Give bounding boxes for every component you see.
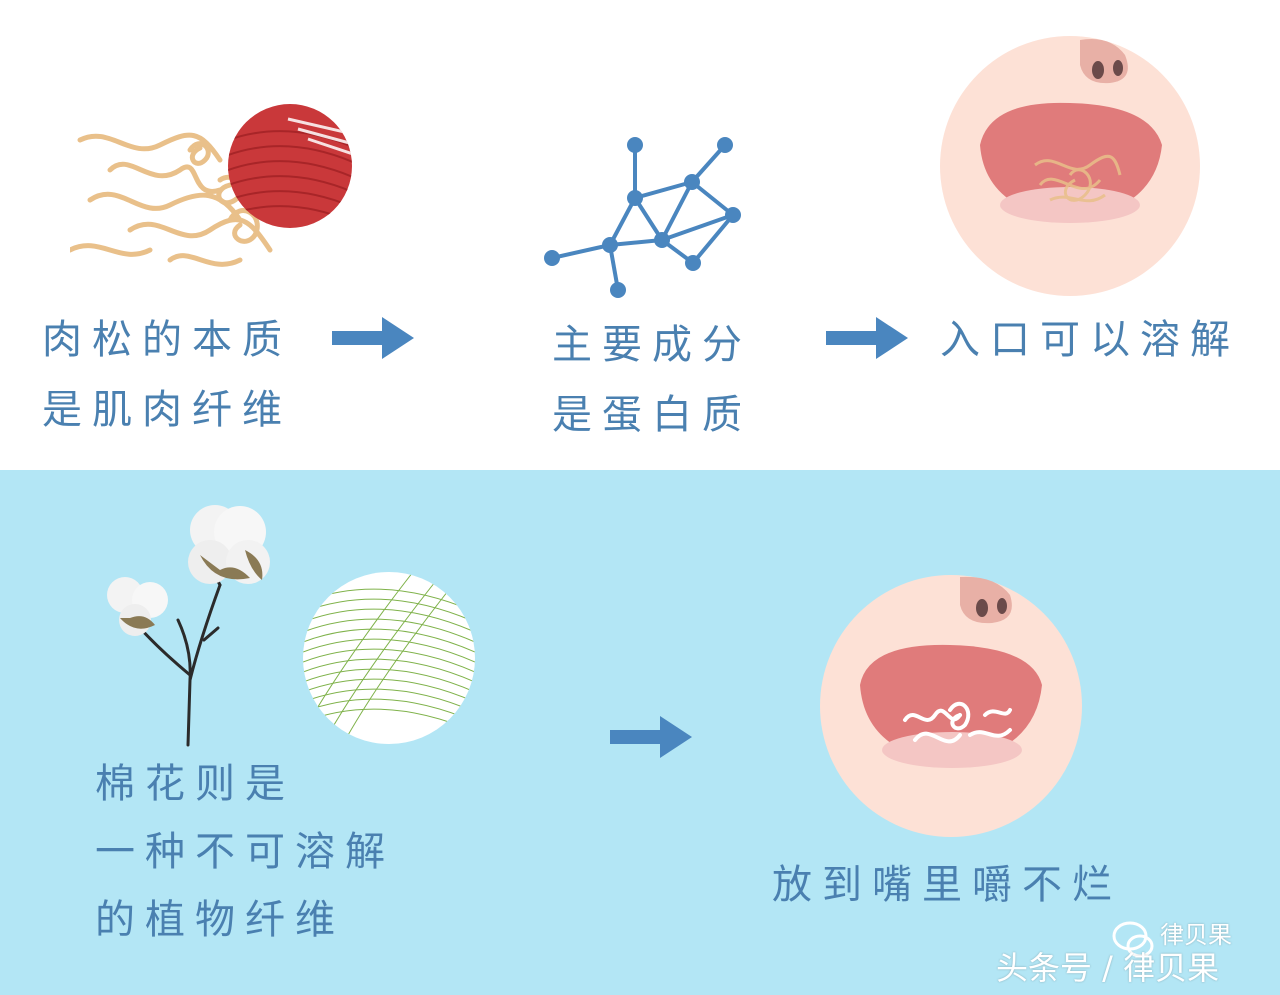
arrow-right-icon <box>826 317 908 359</box>
muscle-fiber-circle <box>228 104 352 228</box>
caption-line: 是肌肉纤维 <box>42 387 292 433</box>
molecule-network-icon <box>544 137 741 298</box>
caption-line: 棉花则是 <box>95 761 295 807</box>
caption-meat-floss: 肉松的本质 是肌肉纤维 <box>42 305 292 445</box>
cotton-plant-illustration <box>107 505 270 747</box>
arrow-right-icon <box>610 716 692 758</box>
mouth-dissolve-illustration <box>940 36 1200 296</box>
meat-floss-fibers-illustration <box>70 132 273 267</box>
caption-line: 主要成分 <box>552 322 752 368</box>
mouth-chew-illustration <box>820 575 1082 837</box>
arrow-right-icon <box>332 317 414 359</box>
watermark-brand: 律贝果 <box>1160 921 1232 949</box>
caption-line: 一种不可溶解 <box>95 829 395 875</box>
caption-chew: 放到嘴里嚼不烂 <box>772 850 1122 920</box>
caption-line: 的植物纤维 <box>95 897 345 943</box>
caption-line: 是蛋白质 <box>552 392 752 438</box>
watermark-source: 头条号 / 律贝果 <box>996 949 1220 987</box>
caption-line: 放到嘴里嚼不烂 <box>772 862 1122 908</box>
caption-line: 入口可以溶解 <box>940 317 1240 363</box>
wechat-icon <box>1112 921 1154 958</box>
caption-cotton: 棉花则是 一种不可溶解 的植物纤维 <box>95 750 395 954</box>
caption-line: 肉松的本质 <box>42 317 292 363</box>
plant-fiber-circle <box>303 572 475 744</box>
caption-dissolve: 入口可以溶解 <box>940 305 1240 375</box>
caption-protein: 主要成分 是蛋白质 <box>552 310 752 450</box>
